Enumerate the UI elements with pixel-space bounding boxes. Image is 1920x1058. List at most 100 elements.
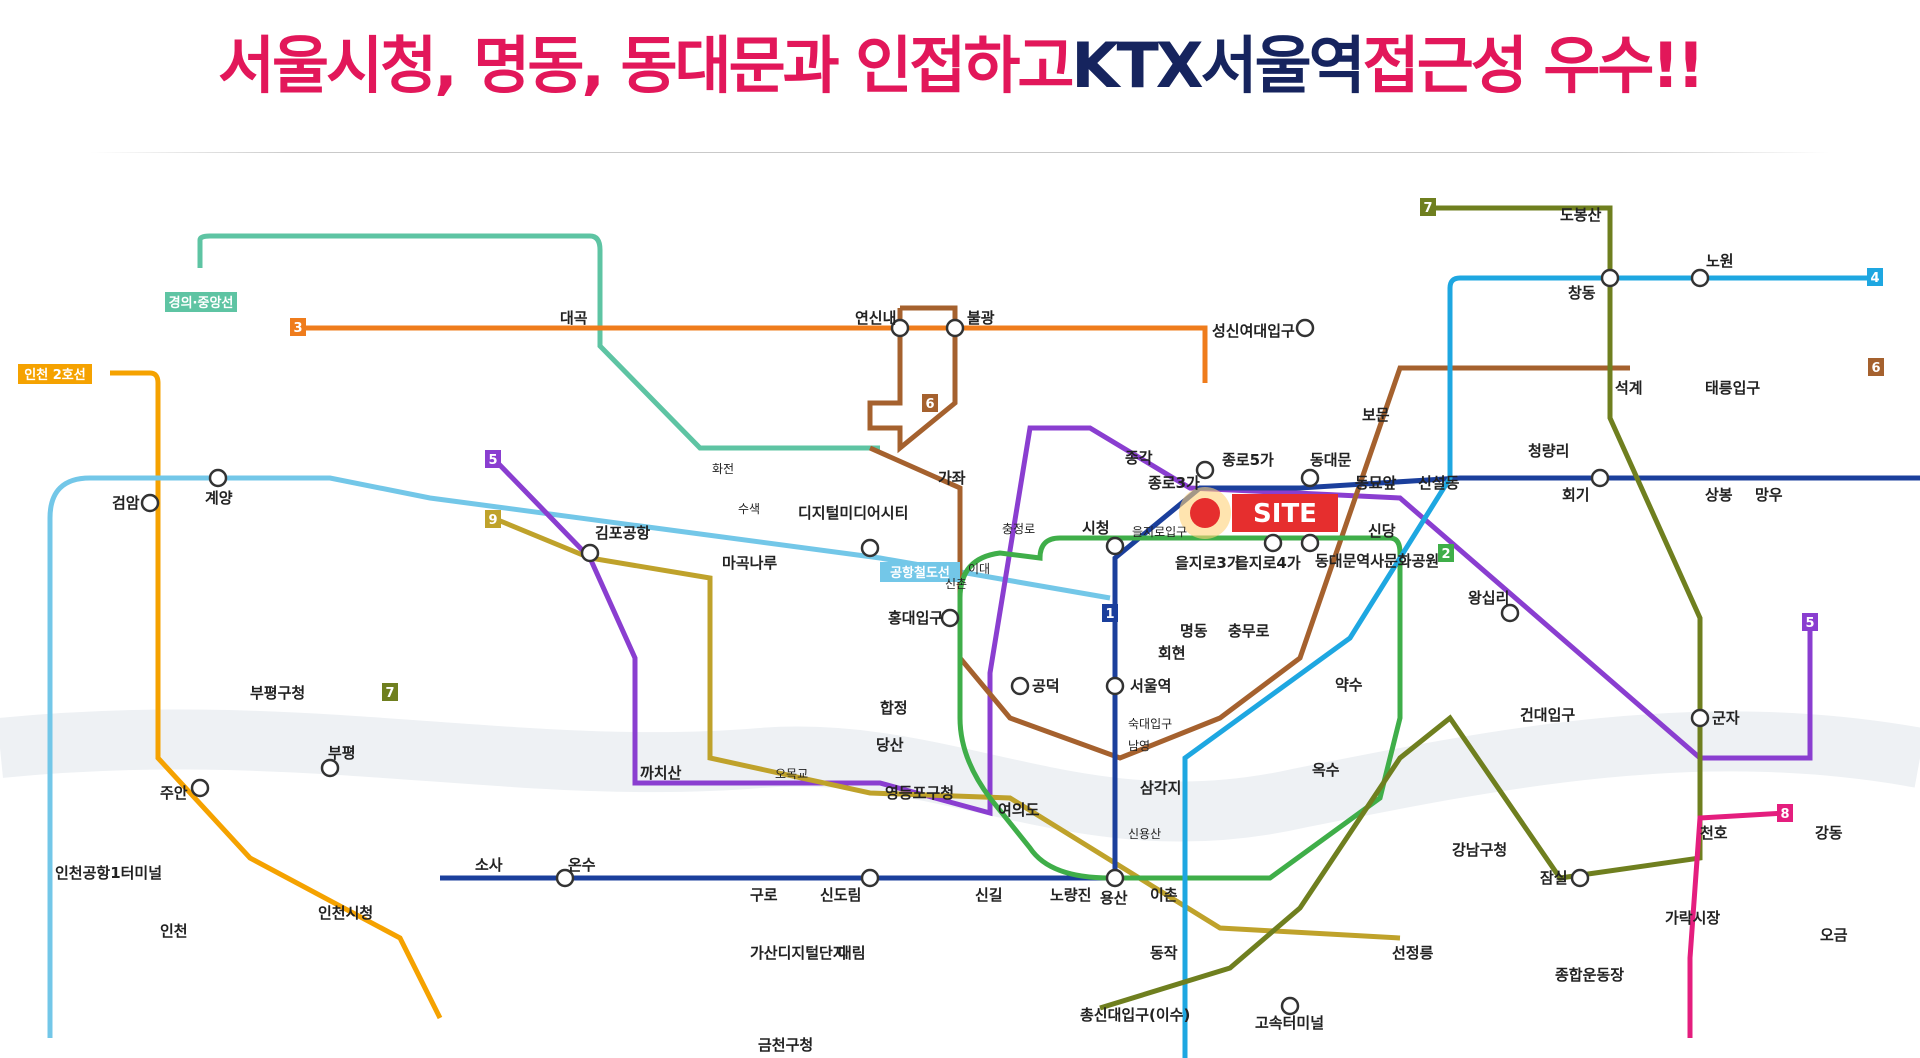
badge-incheon2: 인천 2호선 [24, 367, 85, 383]
label-yaksu: 약수 [1335, 676, 1363, 694]
station-dot-express[interactable] [1280, 996, 1300, 1016]
label-incheoncity: 인천시청 [318, 904, 373, 922]
badge-line6: 6 [925, 397, 934, 412]
label-ichon: 이촌 [1150, 886, 1178, 904]
label-sookmyung: 숙대입구 [1128, 717, 1172, 731]
label-ogeum: 오금 [1820, 926, 1848, 944]
label-changdong: 창동 [1568, 284, 1596, 302]
label-sinyongsan: 신용산 [1128, 827, 1161, 841]
label-cheongnyangni: 청량리 [1528, 442, 1569, 460]
label-express: 고속터미널 [1255, 1014, 1324, 1032]
label-gajwa: 가좌 [938, 469, 966, 487]
station-dot-ddp[interactable] [1300, 533, 1320, 553]
label-hoegi: 회기 [1562, 486, 1590, 504]
line-8 [1687, 810, 1786, 1038]
line-5 [491, 425, 1813, 817]
label-jongno3: 종로3가 [1148, 474, 1200, 492]
label-sindorim: 신도림 [820, 886, 861, 904]
label-myeongdong: 명동 [1180, 622, 1208, 640]
station-dot-jamsil[interactable] [1570, 868, 1590, 888]
badge-gyeongui: 경의·중앙선 [169, 295, 234, 311]
label-oksu: 옥수 [1312, 761, 1340, 779]
badge-line9: 9 [488, 513, 497, 528]
label-geumcheon: 금천구청 [758, 1036, 813, 1054]
label-dongjak: 동작 [1150, 944, 1178, 962]
label-hwajeon: 화전 [712, 462, 734, 476]
label-gangdong: 강동 [1815, 824, 1843, 842]
label-euljiro3: 을지로3가 [1175, 554, 1241, 572]
station-dot-bupyeong[interactable] [320, 758, 340, 778]
station-dot-seongsin[interactable] [1295, 318, 1315, 338]
station-dot-jongno3[interactable] [1195, 460, 1215, 480]
headline-part3: 접근성 우수!! [1362, 29, 1705, 102]
label-mangwon: 마곡나루 [722, 554, 777, 572]
label-gasan: 가산디지털단지 [750, 944, 847, 962]
label-nowon: 노원 [1706, 252, 1734, 270]
label-omokgyo: 오목교 [775, 767, 808, 781]
badge-line5: 5 [488, 453, 497, 468]
label-dangsan: 당산 [876, 736, 904, 754]
label-boomun: 보문 [1362, 406, 1390, 424]
station-dot-cityhall[interactable] [1105, 536, 1125, 556]
headline-part1: 서울시청, 명동, 동대문과 인접하고 [217, 29, 1074, 102]
badge-line7-west: 7 [385, 686, 394, 701]
station-dot-euljiro4[interactable] [1263, 533, 1283, 553]
airport-line [47, 475, 1111, 1038]
subway-map: SITE 경의·중앙선 인천 2호선 공항철도선 3 4 5 5 6 6 7 7… [0, 198, 1920, 1058]
line-4 [1182, 275, 1875, 1058]
line-2 [957, 535, 1403, 881]
label-gangnamgu: 강남구청 [1452, 841, 1507, 859]
label-gongdeok: 공덕 [1032, 677, 1060, 695]
station-dot-gyeyang[interactable] [208, 468, 228, 488]
label-euljiroipgu: 을지로입구 [1132, 525, 1187, 539]
station-dot-changdong[interactable] [1600, 268, 1620, 288]
station-dot-hongik[interactable] [940, 608, 960, 628]
label-jamsil: 잠실 [1540, 869, 1568, 887]
label-jonggak: 종각 [1125, 449, 1153, 467]
label-dongdaemun: 동대문 [1310, 451, 1352, 469]
label-jongno5: 종로5가 [1222, 451, 1274, 469]
station-dot-yeonsinnae[interactable] [890, 318, 910, 338]
badge-line7: 7 [1423, 201, 1432, 216]
label-sinchon: 신촌 [945, 577, 967, 591]
label-seonjeong: 선정릉 [1392, 944, 1434, 962]
label-sangbong: 상봉 [1705, 486, 1733, 504]
label-hongik: 홍대입구 [888, 609, 943, 627]
station-dot-wangsimni[interactable] [1500, 603, 1520, 623]
line-6 [867, 305, 1630, 761]
station-dot-sindorim[interactable] [860, 868, 880, 888]
label-bupyeong: 부평 [328, 744, 356, 762]
station-dot-dmc[interactable] [860, 538, 880, 558]
station-dot-onsu[interactable] [555, 868, 575, 888]
badge-airport: 공항철도선 [890, 565, 950, 581]
label-kkachisan: 까치산 [640, 764, 682, 782]
label-sinseol: 신설동 [1418, 474, 1460, 492]
label-sangam: 수색 [738, 502, 760, 516]
label-konkuk: 건대입구 [1520, 706, 1575, 724]
station-dot-gongdeok[interactable] [1010, 676, 1030, 696]
station-dot-juan[interactable] [190, 778, 210, 798]
station-dot-gunja[interactable] [1690, 708, 1710, 728]
badge-line1: 1 [1105, 607, 1114, 622]
label-airportT1: 인천공항1터미널 [55, 864, 162, 882]
station-dot-dongdaemun[interactable] [1300, 468, 1320, 488]
label-hapjeong: 합정 [880, 699, 908, 717]
label-ddp: 동대문역사문화공원 [1315, 552, 1439, 570]
station-dot-cheongnyangni[interactable] [1590, 468, 1610, 488]
station-dot-bulgwang[interactable] [945, 318, 965, 338]
station-dot-seoul[interactable] [1105, 676, 1125, 696]
label-wangsimni: 왕십리 [1468, 589, 1509, 607]
station-dot-nowon[interactable] [1690, 268, 1710, 288]
label-sports: 종합운동장 [1555, 966, 1624, 984]
label-mangu: 망우 [1755, 486, 1783, 504]
station-dot-geomam[interactable] [140, 493, 160, 513]
label-daegok: 대곡 [560, 309, 588, 327]
label-chungmuro: 충무로 [1228, 622, 1270, 640]
label-yeouido: 여의도 [998, 801, 1040, 819]
label-guro: 구로 [750, 886, 778, 904]
station-dot-yongsan[interactable] [1105, 868, 1125, 888]
label-seoul: 서울역 [1130, 677, 1171, 695]
headline-divider [90, 152, 1830, 153]
label-geomam: 검암 [112, 494, 140, 512]
station-dot-gimpo[interactable] [580, 543, 600, 563]
